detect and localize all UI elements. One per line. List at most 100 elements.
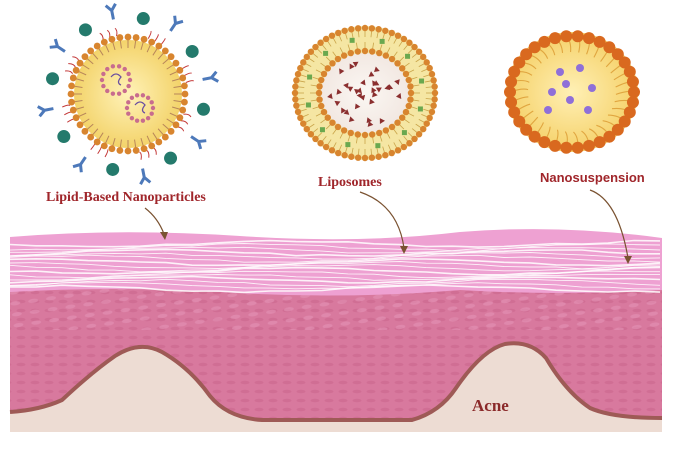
lipid-head [389,150,395,156]
lipid-head [179,75,186,82]
stabilizer-head [594,136,606,148]
lipid-head [295,109,301,115]
lipid-head [394,60,400,66]
lipid-head [141,36,148,43]
surface-drug-particle [106,163,119,176]
lipid-head [68,99,75,106]
lipid-head [329,119,335,125]
peg-chain [184,73,192,76]
stabilizer-head [560,142,572,154]
micelle-head [105,67,109,71]
lipid-head [341,28,347,34]
lipophilic-drug [405,54,410,59]
lipid-head [426,65,432,71]
lipid-head [389,30,395,36]
lipid-head [420,54,426,60]
lipid-head [424,59,430,65]
antibody [138,168,151,185]
lipid-head [335,56,341,62]
skin-cross-section [10,229,662,432]
peg-chain [62,105,70,107]
lipid-head [292,90,298,96]
lipid-head [179,107,186,114]
lipid-head [429,109,435,115]
lipid-head [73,114,80,121]
lipid-head [109,145,116,152]
micelle-head [146,96,150,100]
micelle-head [100,78,104,82]
lipid-head [406,103,412,109]
lipid-head [401,36,407,42]
lipid-head [394,119,400,125]
lipid-head [362,132,368,138]
lipid-head [323,144,329,150]
surface-drug-particle [197,103,210,116]
stabilizer-head [505,96,517,108]
micelle-head [126,111,130,115]
drug-nanocrystal [576,64,584,72]
lipid-head [176,114,183,121]
surface-drug-particle [57,130,70,143]
lipophilic-drug [380,39,385,44]
lipid-head [335,150,341,156]
lipid-head [94,43,101,50]
micelle-head [111,64,115,68]
lipid-head [406,40,412,46]
micelle-head [130,116,134,120]
lipid-head [182,91,189,98]
lipid-head [389,124,395,130]
lipid-head [300,120,306,126]
drug-nanocrystal [544,106,552,114]
lipid-head [87,134,94,141]
micelle-head [135,93,139,97]
lipid-head [407,96,413,102]
label-nanosuspension: Nanosuspension [540,170,645,185]
lipid-head [376,130,382,136]
lipid-head [325,114,331,120]
lipid-head [382,28,388,34]
lipid-head [68,91,75,98]
lipid-head [94,139,101,146]
surface-drug-particle [46,72,59,85]
stabilizer-head [572,142,584,154]
stabilizer-head [549,140,561,152]
lipid-head [162,134,169,141]
lipid-head [148,39,155,46]
lipid-head [317,40,323,46]
micelle-head [151,106,155,110]
lipid-head [292,96,298,102]
lipid-head [173,60,180,67]
lipophilic-drug [375,143,380,148]
lipid-head [395,147,401,153]
lipid-head [432,90,438,96]
stabilizer-head [583,140,595,152]
nanosuspension-particle [504,30,640,154]
micelle-head [117,91,121,95]
lipid-head [348,154,354,160]
antibody [202,72,219,85]
antibody [106,4,119,21]
drug-nanocrystal [588,84,596,92]
micelle-head [141,118,145,122]
lipid-head [181,82,188,89]
lipid-head [329,32,335,38]
micelle-head [111,91,115,95]
micelle-head [126,84,130,88]
micelle-head [105,89,109,93]
lipid-head [389,56,395,62]
lipid-head [101,142,108,149]
lipophilic-drug [306,102,311,107]
lipid-head [155,139,162,146]
lipid-head [369,25,375,31]
peg-chain [181,121,188,125]
antibody [38,104,55,117]
lipid-head [341,52,347,58]
lipid-head [77,121,84,128]
lipid-head [312,44,318,50]
lipid-head [341,152,347,158]
lipid-head [431,96,437,102]
lipid-head [406,140,412,146]
lipid-head [168,128,175,135]
